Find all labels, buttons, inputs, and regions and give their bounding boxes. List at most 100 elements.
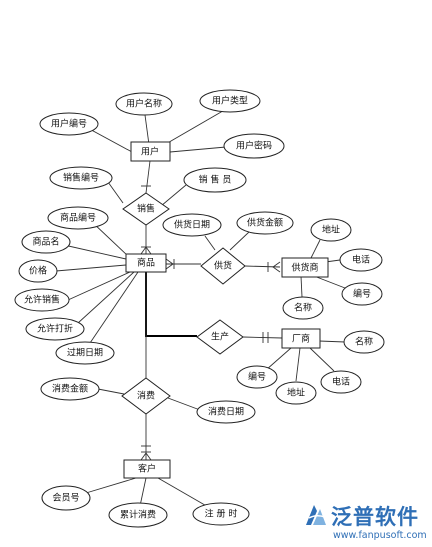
attr-expiry-date: 过期日期 [55, 341, 115, 365]
attr-allow-sale: 允许销售 [14, 288, 70, 312]
edge-product-expiry [87, 271, 139, 347]
attr-supplier-id-label: 编号 [353, 288, 371, 300]
edge-factory-id [265, 347, 292, 371]
attr-product-id-label: 商品编号 [60, 212, 96, 224]
entity-supplier-label: 供货商 [291, 262, 318, 274]
attr-factory-phone: 电话 [320, 370, 362, 394]
edge-supply-date [204, 235, 216, 251]
edge-product-pname [63, 244, 127, 260]
attr-user-id-label: 用户编号 [51, 118, 87, 130]
attr-supply-date: 供货日期 [162, 213, 222, 237]
attr-register-time: 注 册 时 [192, 502, 250, 526]
edge-factory-address [295, 347, 301, 382]
relation-produce: 生产 [196, 319, 244, 355]
attr-user-id: 用户编号 [39, 112, 99, 136]
attr-total-consume: 累计消费 [108, 502, 168, 528]
attr-user-name: 用户名称 [115, 92, 173, 116]
attr-factory-name-label: 名称 [355, 336, 373, 348]
edge-customer-member [85, 477, 137, 494]
crow-foot-mark [140, 246, 152, 255]
logo-icon [306, 505, 326, 525]
attr-allow-sale-label: 允许销售 [24, 294, 60, 306]
attr-user-name-label: 用户名称 [126, 98, 162, 110]
attr-price: 价格 [18, 259, 58, 283]
edge-supplier-address [310, 239, 321, 259]
attr-supply-amount: 供货金额 [236, 211, 294, 235]
attr-supply-amount-label: 供货金额 [247, 217, 283, 229]
attr-product-name: 商品名 [21, 230, 71, 254]
attr-factory-address: 地址 [275, 381, 317, 405]
edge-product-pid [91, 221, 129, 257]
attr-expiry-date-label: 过期日期 [67, 347, 103, 359]
attr-supplier-address: 地址 [310, 218, 352, 242]
relation-sale: 销售 [122, 192, 170, 226]
edge-product-discount [77, 271, 135, 324]
cardinality-marks [140, 185, 281, 461]
entity-factory: 厂商 [281, 328, 321, 349]
edge-user-sale [145, 160, 151, 194]
attr-user-type-label: 用户类型 [212, 95, 248, 107]
attr-price-label: 价格 [29, 265, 47, 277]
attr-consume-date-label: 消费日期 [208, 406, 244, 418]
entity-factory-label: 厂商 [292, 333, 310, 345]
entity-customer: 客户 [123, 459, 171, 479]
attr-member-id: 会员号 [41, 485, 91, 511]
edge-factory-phone [309, 347, 335, 372]
edge-product-allowsale [67, 271, 131, 301]
entity-user: 用户 [130, 141, 171, 162]
attr-product-name-label: 商品名 [32, 236, 59, 248]
connectors [55, 107, 346, 509]
relation-consume: 消费 [121, 377, 171, 415]
attr-user-password: 用户密码 [223, 133, 285, 159]
entity-supplier: 供货商 [281, 257, 329, 278]
edge-produce-factory [242, 336, 283, 339]
logo-name: 泛普软件 [331, 505, 419, 529]
attr-sale-id: 销售编号 [49, 166, 113, 190]
edge-sale-saleid [107, 181, 124, 204]
relation-consume-label: 消费 [137, 390, 155, 402]
edge-product-price [55, 264, 127, 272]
edge-supply-amount [229, 231, 250, 251]
attr-factory-phone-label: 电话 [332, 376, 350, 388]
attr-consume-amount: 消费金额 [40, 377, 100, 401]
edge-supplier-name [300, 275, 303, 298]
relation-produce-label: 生产 [211, 331, 229, 343]
entity-user-label: 用户 [141, 146, 159, 158]
attr-factory-id-label: 编号 [248, 371, 266, 383]
edge-supply-supplier [244, 265, 281, 268]
attr-supplier-phone: 电话 [339, 248, 383, 272]
relation-sale-label: 销售 [137, 203, 155, 215]
attr-product-id: 商品编号 [47, 206, 109, 230]
edge-consume-amount [97, 388, 125, 395]
edge-supplier-id [313, 275, 346, 289]
entity-product: 商品 [125, 253, 167, 273]
attr-seller: 销 售 员 [183, 167, 247, 193]
attr-supplier-name: 名称 [282, 296, 324, 320]
attr-supplier-address-label: 地址 [322, 224, 340, 236]
edge-consume-date [167, 397, 201, 411]
crow-foot-mark [165, 258, 174, 270]
entity-product-label: 商品 [137, 257, 155, 269]
attr-user-type: 用户类型 [199, 89, 261, 113]
brand-logo: 泛普软件 www.fanpusoft.com [303, 500, 428, 545]
relation-supply: 供货 [200, 247, 246, 285]
attr-supplier-phone-label: 电话 [352, 254, 370, 266]
edge-sale-seller [160, 184, 187, 207]
edge-factory-name [318, 340, 346, 343]
attr-total-consume-label: 累计消费 [120, 509, 156, 521]
edge-customer-register [157, 477, 211, 509]
attr-supplier-name-label: 名称 [294, 302, 312, 314]
entity-customer-label: 客户 [138, 463, 156, 475]
attr-allow-discount-label: 允许打折 [37, 323, 73, 335]
attr-consume-amount-label: 消费金额 [52, 383, 88, 395]
attr-allow-discount: 允许打折 [25, 317, 85, 341]
attr-factory-address-label: 地址 [287, 387, 305, 399]
attr-supply-date-label: 供货日期 [174, 219, 210, 231]
edge-product-produce [145, 272, 197, 337]
attr-sale-id-label: 销售编号 [63, 172, 99, 184]
attr-consume-date: 消费日期 [196, 400, 256, 424]
logo-url: www.fanpusoft.com [333, 530, 427, 541]
relation-supply-label: 供货 [214, 260, 232, 272]
attr-member-id-label: 会员号 [52, 492, 79, 504]
